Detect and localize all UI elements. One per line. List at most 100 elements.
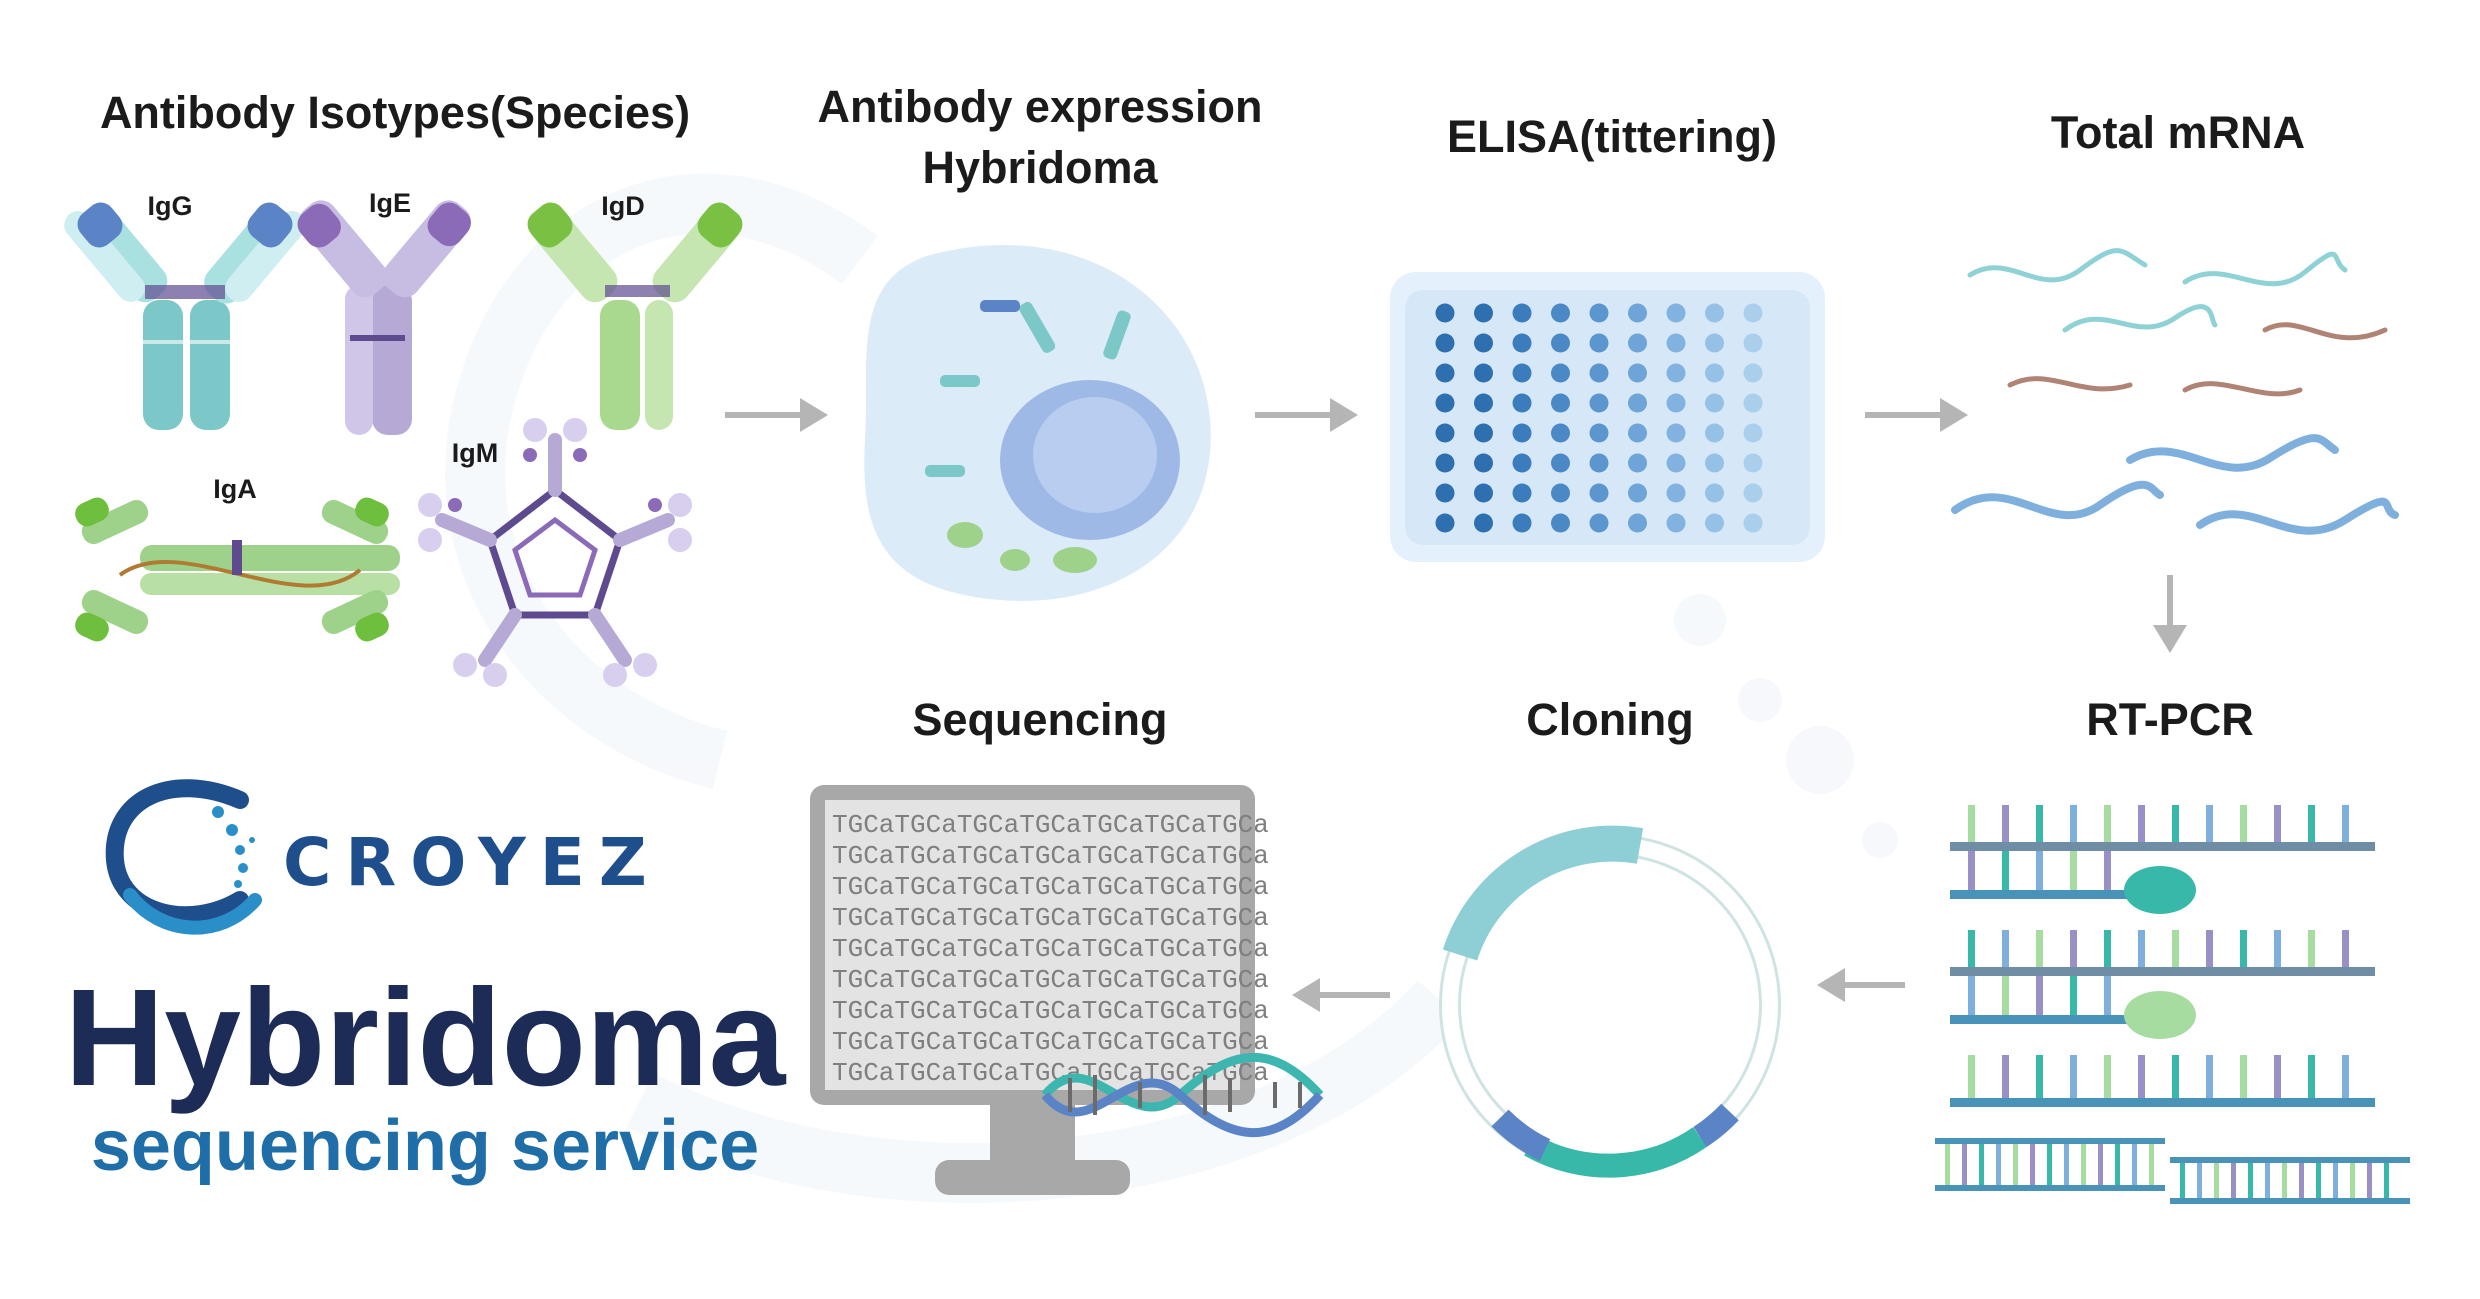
elisa-well xyxy=(1551,333,1570,353)
subheadline: sequencing service xyxy=(91,1106,759,1186)
elisa-well xyxy=(1512,423,1532,443)
sequence-line: TGCaTGCaTGCaTGCaTGCaTGCaTGCa xyxy=(832,1027,1269,1057)
arrow-elisa-to-mrna xyxy=(1865,398,1968,432)
igg-antibody-icon xyxy=(64,202,306,430)
headline: Hybridoma xyxy=(65,961,787,1115)
base-pair-bar xyxy=(2350,1163,2355,1198)
base-pair-bar xyxy=(2265,1163,2270,1198)
elisa-well xyxy=(1628,483,1647,503)
flow-arrows xyxy=(725,398,2187,1012)
elisa-well xyxy=(1512,363,1532,383)
elisa-well xyxy=(1551,453,1570,473)
base-pair-bar xyxy=(2013,1144,2018,1185)
hybridoma-cell-icon xyxy=(864,244,1211,601)
elisa-well xyxy=(1474,453,1493,473)
base-pair-bar xyxy=(2036,1055,2043,1098)
base-pair-bar xyxy=(2138,930,2145,967)
base-pair-bar xyxy=(2282,1163,2287,1198)
elisa-well xyxy=(1589,303,1609,323)
step-title-expression-line1: Antibody expression xyxy=(817,81,1262,132)
elisa-well xyxy=(1589,483,1609,503)
mrna-strands-icon xyxy=(1951,248,2399,535)
base-pair-bar xyxy=(2070,805,2077,842)
sequence-line: TGCaTGCaTGCaTGCaTGCaTGCaTGCa xyxy=(832,965,1269,995)
igd-label: IgD xyxy=(601,191,645,221)
base-pair-bar xyxy=(2206,1055,2213,1098)
elisa-well xyxy=(1474,363,1493,383)
elisa-well xyxy=(1512,393,1532,413)
base-pair-bar xyxy=(2036,930,2043,967)
arrow-cloning-to-sequencing xyxy=(1292,978,1390,1012)
sequence-line: TGCaTGCaTGCaTGCaTGCaTGCaTGCa xyxy=(832,841,1269,871)
elisa-well xyxy=(1512,513,1532,533)
elisa-well xyxy=(1666,303,1686,323)
base-pair-bar xyxy=(2104,976,2111,1015)
base-pair-bar xyxy=(1968,976,1975,1015)
elisa-well xyxy=(1474,333,1493,353)
step-title-rtpcr: RT-PCR xyxy=(2086,694,2254,745)
base-pair-bar xyxy=(1979,1144,1984,1185)
elisa-well xyxy=(1705,393,1724,413)
elisa-well xyxy=(1512,333,1532,353)
elisa-well xyxy=(1666,483,1686,503)
base-pair-bar xyxy=(2240,930,2247,967)
step-title-sequencing: Sequencing xyxy=(912,694,1167,745)
base-pair-bar xyxy=(2132,1144,2137,1185)
elisa-well xyxy=(1435,423,1455,443)
base-pair-bar xyxy=(2240,1055,2247,1098)
base-pair-bar xyxy=(2367,1163,2372,1198)
base-pair-bar xyxy=(2308,1055,2315,1098)
base-pair-bar xyxy=(2172,930,2179,967)
base-pair-bar xyxy=(2030,1144,2035,1185)
sequence-text: TGCaTGCaTGCaTGCaTGCaTGCaTGCa TGCaTGCaTGC… xyxy=(832,810,1269,1088)
base-pair-bar xyxy=(1968,930,1975,967)
elisa-well xyxy=(1666,453,1686,473)
elisa-well xyxy=(1512,303,1532,323)
elisa-well xyxy=(1666,333,1686,353)
sequence-line: TGCaTGCaTGCaTGCaTGCaTGCaTGCa xyxy=(832,934,1269,964)
elisa-well xyxy=(1705,333,1724,353)
elisa-well xyxy=(1551,483,1570,503)
elisa-well xyxy=(1666,363,1686,383)
base-pair-bar xyxy=(2070,976,2077,1015)
elisa-well xyxy=(1628,363,1647,383)
base-pair-bar xyxy=(2036,851,2043,890)
base-pair-bar xyxy=(2299,1163,2304,1198)
arrow-mrna-to-rtpcr xyxy=(2153,575,2187,653)
base-pair-bar xyxy=(2081,1144,2086,1185)
base-pair-bar xyxy=(2342,1055,2349,1098)
elisa-well xyxy=(1666,393,1686,413)
base-pair-bar xyxy=(2036,805,2043,842)
base-pair-bar xyxy=(2104,805,2111,842)
base-pair-bar xyxy=(2104,1055,2111,1098)
elisa-well xyxy=(1589,333,1609,353)
base-pair-bar xyxy=(2342,930,2349,967)
sequence-line: TGCaTGCaTGCaTGCaTGCaTGCaTGCa xyxy=(832,872,1269,902)
ige-antibody-icon xyxy=(297,200,471,435)
elisa-well xyxy=(1628,303,1647,323)
elisa-well xyxy=(1628,423,1647,443)
igg-label: IgG xyxy=(148,191,193,221)
base-pair-bar xyxy=(2231,1163,2236,1198)
step-title-cloning: Cloning xyxy=(1526,694,1693,745)
elisa-well xyxy=(1551,423,1570,443)
base-pair-bar xyxy=(2333,1163,2338,1198)
elisa-well xyxy=(1474,393,1493,413)
base-pair-bar xyxy=(2138,805,2145,842)
ige-label: IgE xyxy=(369,188,411,218)
base-pair-bar xyxy=(2180,1163,2185,1198)
base-pair-bar xyxy=(2274,1055,2281,1098)
elisa-well xyxy=(1705,303,1724,323)
base-pair-bar xyxy=(2064,1144,2069,1185)
elisa-well xyxy=(1551,393,1570,413)
elisa-well xyxy=(1628,453,1647,473)
base-pair-bar xyxy=(2172,1055,2179,1098)
base-pair-bar xyxy=(2308,805,2315,842)
base-pair-bar xyxy=(2002,976,2009,1015)
croyez-logo xyxy=(105,779,262,935)
step-title-elisa: ELISA(tittering) xyxy=(1447,111,1777,162)
elisa-well xyxy=(1743,453,1763,473)
step-title-expression-line2: Hybridoma xyxy=(922,142,1158,193)
